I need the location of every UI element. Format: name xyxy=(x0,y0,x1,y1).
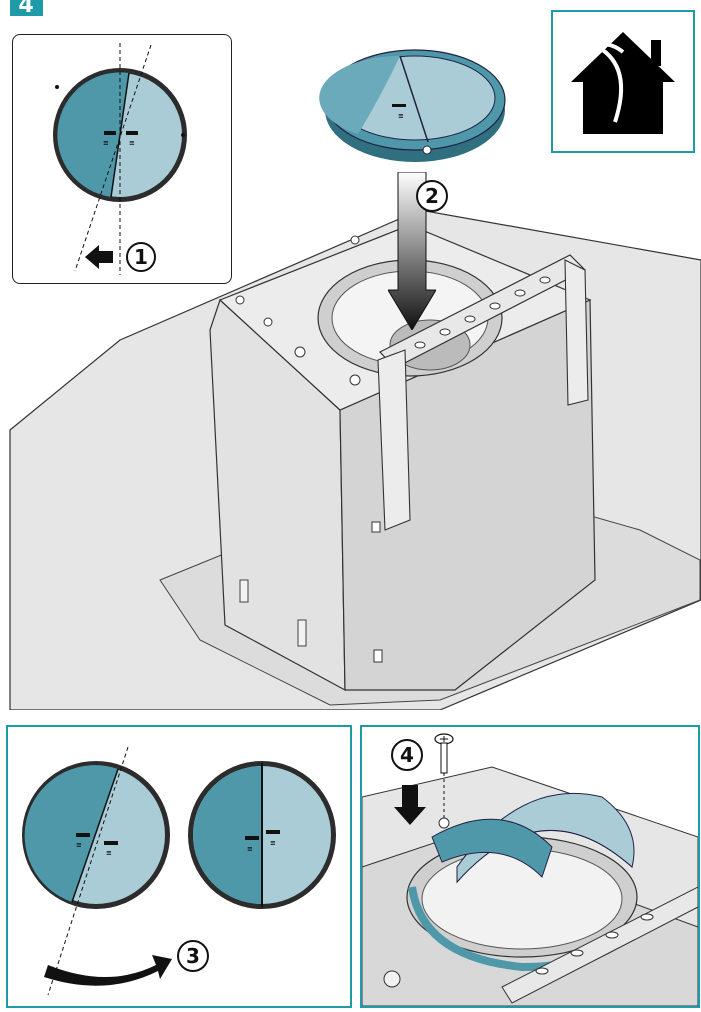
callout-2: 2 xyxy=(414,178,450,214)
house-airflow-icon xyxy=(571,32,675,134)
damper-axis-drawing: ≡ ≡ 1 xyxy=(53,43,187,275)
svg-text:3: 3 xyxy=(186,944,200,968)
callout-1: 1 xyxy=(126,242,156,272)
svg-text:4: 4 xyxy=(400,743,414,767)
damper-drawing: ≡ xyxy=(319,49,506,162)
svg-text:≡: ≡ xyxy=(270,839,276,847)
detail-panel-screw: 4 xyxy=(360,725,700,1008)
mark-right: ≡ xyxy=(129,139,135,147)
callout-4: 4 xyxy=(391,739,423,771)
step-number: 4 xyxy=(18,0,33,16)
damper-rotate-drawing: ≡ ≡ ≡ ≡ 3 xyxy=(22,746,336,996)
arrow-down-icon-2 xyxy=(394,785,426,825)
damper-mark: ≡ xyxy=(398,112,404,120)
step-badge: 4 xyxy=(10,0,43,16)
damper-unit: ≡ xyxy=(318,38,518,168)
detail-panel-damper-axis: ≡ ≡ 1 xyxy=(12,34,232,284)
svg-text:≡: ≡ xyxy=(106,849,112,857)
curved-arrow-icon xyxy=(44,955,172,986)
step-badge-svg: 4 xyxy=(18,0,33,16)
screw-detail-drawing: 4 xyxy=(362,733,698,1006)
mark-left: ≡ xyxy=(103,139,109,147)
svg-text:≡: ≡ xyxy=(76,841,82,849)
arrow-left-icon xyxy=(85,245,113,269)
svg-text:≡: ≡ xyxy=(247,845,253,853)
callout-3: 3 xyxy=(177,940,209,972)
detail-panel-damper-rotate: ≡ ≡ ≡ ≡ 3 xyxy=(6,725,352,1008)
outdoor-vent-panel xyxy=(551,10,695,153)
svg-text:1: 1 xyxy=(134,245,148,269)
svg-text:2: 2 xyxy=(425,184,439,208)
screw-icon xyxy=(434,733,454,819)
